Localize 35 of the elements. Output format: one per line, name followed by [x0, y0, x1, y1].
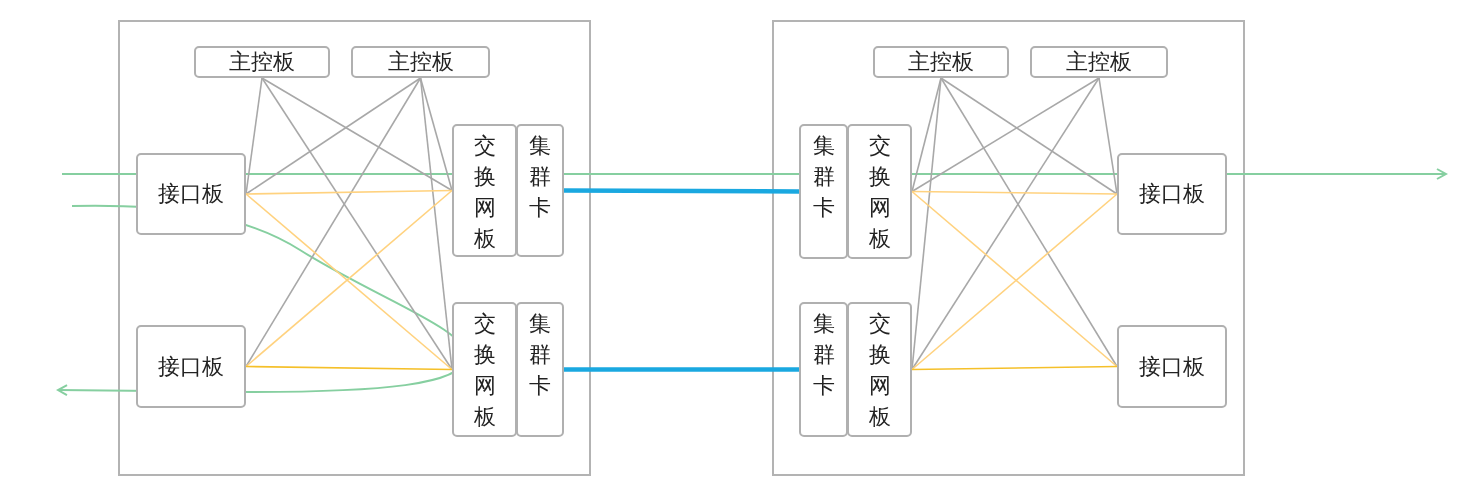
cluster-card: 集群卡 [799, 302, 848, 437]
main-control-board: 主控板 [194, 46, 330, 78]
connector-line [911, 190, 1118, 195]
interface-board: 接口板 [1117, 153, 1227, 235]
connector-line [245, 77, 422, 195]
switch-board: 交换网板 [452, 124, 517, 257]
connector-line [564, 188, 799, 194]
interface-board: 接口板 [136, 153, 246, 235]
chassis-frame [118, 20, 591, 476]
interface-board: 接口板 [136, 325, 246, 408]
main-control-board: 主控板 [873, 46, 1009, 78]
connector-line [911, 77, 1100, 371]
main-control-board: 主控板 [351, 46, 490, 78]
connector-line [940, 77, 1118, 368]
switch-board: 交换网板 [452, 302, 517, 437]
chassis-frame [772, 20, 1245, 476]
connector-line [419, 77, 453, 371]
switch-board: 交换网板 [847, 124, 912, 259]
connector-line [419, 77, 453, 192]
connector-line [245, 365, 453, 371]
connector-line [940, 77, 1118, 195]
connector-line [564, 367, 799, 372]
cluster-card: 集群卡 [516, 124, 564, 257]
connector-line [245, 77, 422, 368]
connector-line [245, 77, 263, 195]
cluster-card: 集群卡 [516, 302, 564, 437]
main-control-board: 主控板 [1030, 46, 1168, 78]
switch-board: 交换网板 [847, 302, 912, 437]
connector-line [245, 189, 453, 195]
cluster-card: 集群卡 [799, 124, 848, 259]
connector-line [1098, 77, 1118, 195]
connector-line [911, 77, 1100, 193]
connector-line [261, 77, 453, 192]
connector-line [911, 365, 1118, 371]
interface-board: 接口板 [1117, 325, 1227, 408]
